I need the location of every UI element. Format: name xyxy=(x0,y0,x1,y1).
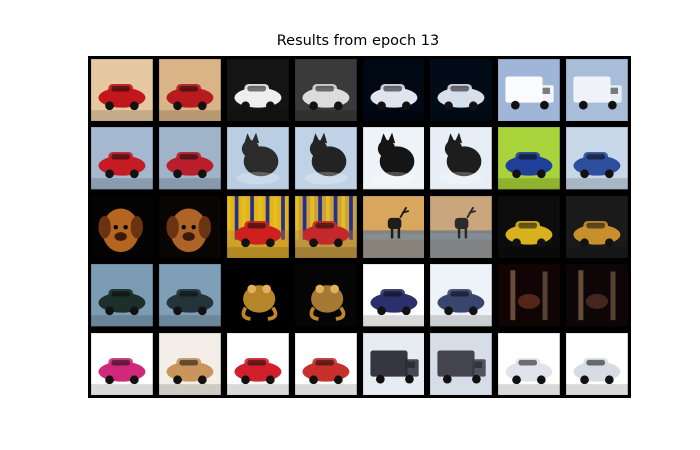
image-tile-r3-c6 xyxy=(430,195,493,259)
image-tile-r3-c4 xyxy=(294,195,357,259)
image-tile-r5-c8 xyxy=(566,332,628,395)
image-tile-r4-c5 xyxy=(362,264,425,327)
image-tile-r4-c4 xyxy=(294,264,357,327)
image-tile-r2-c5 xyxy=(362,127,425,190)
image-tile-r5-c5 xyxy=(362,332,425,395)
image-tile-r4-c8 xyxy=(566,264,628,327)
figure-title: Results from epoch 13 xyxy=(276,33,440,49)
image-tile-r1-c4 xyxy=(294,59,357,122)
image-tile-r3-c1 xyxy=(91,195,153,259)
image-tile-r5-c4 xyxy=(294,332,357,395)
image-tile-r3-c8 xyxy=(566,195,628,259)
image-tile-r4-c7 xyxy=(498,264,561,327)
image-tile-r2-c7 xyxy=(498,127,561,190)
image-tile-r3-c3 xyxy=(226,195,289,259)
image-tile-r1-c2 xyxy=(158,59,221,122)
image-tile-r1-c6 xyxy=(430,59,493,122)
image-grid xyxy=(88,56,631,398)
image-tile-r2-c1 xyxy=(91,127,153,190)
image-tile-r4-c2 xyxy=(158,264,221,327)
image-tile-r4-c1 xyxy=(91,264,153,327)
image-tile-r1-c5 xyxy=(362,59,425,122)
image-tile-r3-c5 xyxy=(362,195,425,259)
image-tile-r1-c3 xyxy=(226,59,289,122)
image-tile-r1-c1 xyxy=(91,59,153,122)
image-tile-r5-c7 xyxy=(498,332,561,395)
image-tile-r5-c1 xyxy=(91,332,153,395)
image-tile-r1-c7 xyxy=(498,59,561,122)
image-tile-r2-c4 xyxy=(294,127,357,190)
image-tile-r2-c6 xyxy=(430,127,493,190)
image-tile-r2-c2 xyxy=(158,127,221,190)
image-tile-r4-c3 xyxy=(226,264,289,327)
image-tile-r2-c8 xyxy=(566,127,628,190)
image-tile-r1-c8 xyxy=(566,59,628,122)
image-tile-r4-c6 xyxy=(430,264,493,327)
image-tile-r5-c2 xyxy=(158,332,221,395)
image-tile-r5-c6 xyxy=(430,332,493,395)
image-tile-r3-c7 xyxy=(498,195,561,259)
image-tile-r5-c3 xyxy=(226,332,289,395)
image-tile-r3-c2 xyxy=(158,195,221,259)
image-tile-r2-c3 xyxy=(226,127,289,190)
